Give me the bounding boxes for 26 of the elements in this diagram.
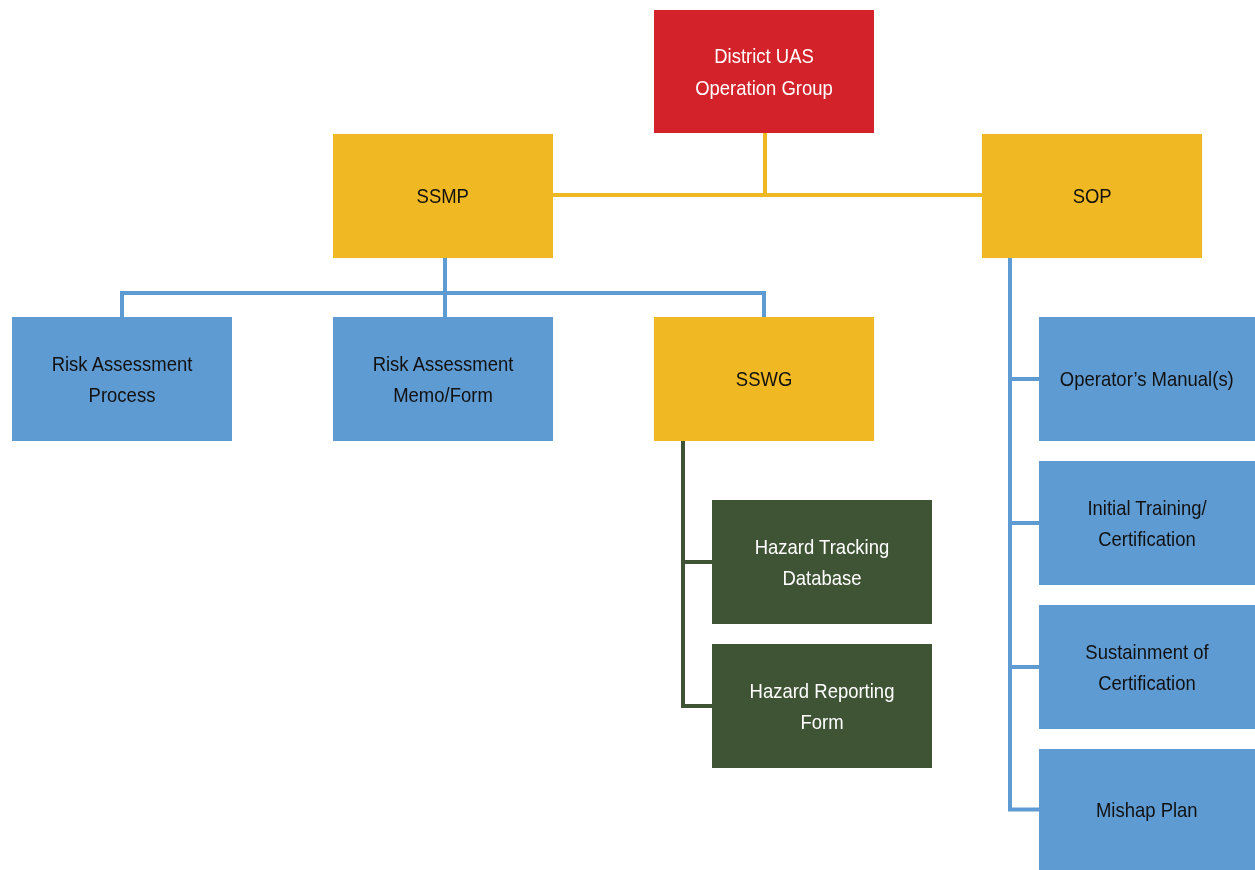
- item-box: [333, 317, 553, 441]
- box-label: Hazard Reporting Form: [748, 677, 896, 735]
- group-box: [982, 134, 1202, 258]
- box-label: SSMP: [416, 183, 470, 210]
- box-label: Sustainment of Certification: [1084, 638, 1210, 696]
- item-box: [1039, 605, 1255, 729]
- item-box: [712, 644, 932, 768]
- connector-line: [763, 133, 982, 197]
- box-label: Operator’s Manual(s): [1060, 366, 1234, 393]
- box-label: Mishap Plan: [1096, 796, 1198, 823]
- group-box: [654, 317, 874, 441]
- box-label: Initial Training/ Certification: [1086, 494, 1208, 552]
- box-label: Hazard Tracking Database: [753, 533, 891, 591]
- box-label: District UAS Operation Group: [694, 43, 834, 101]
- connector-line: [681, 441, 712, 708]
- item-box: [12, 317, 232, 441]
- box-label: SSWG: [735, 366, 793, 393]
- item-box: [1039, 461, 1255, 585]
- organization-box: [654, 10, 874, 133]
- box-label: Risk Assessment Memo/Form: [371, 350, 515, 408]
- box-label: SOP: [1072, 183, 1112, 210]
- item-box: [1039, 749, 1255, 870]
- group-box: [333, 134, 553, 258]
- box-label: Risk Assessment Process: [50, 350, 194, 408]
- item-box: [1039, 317, 1255, 441]
- item-box: [712, 500, 932, 624]
